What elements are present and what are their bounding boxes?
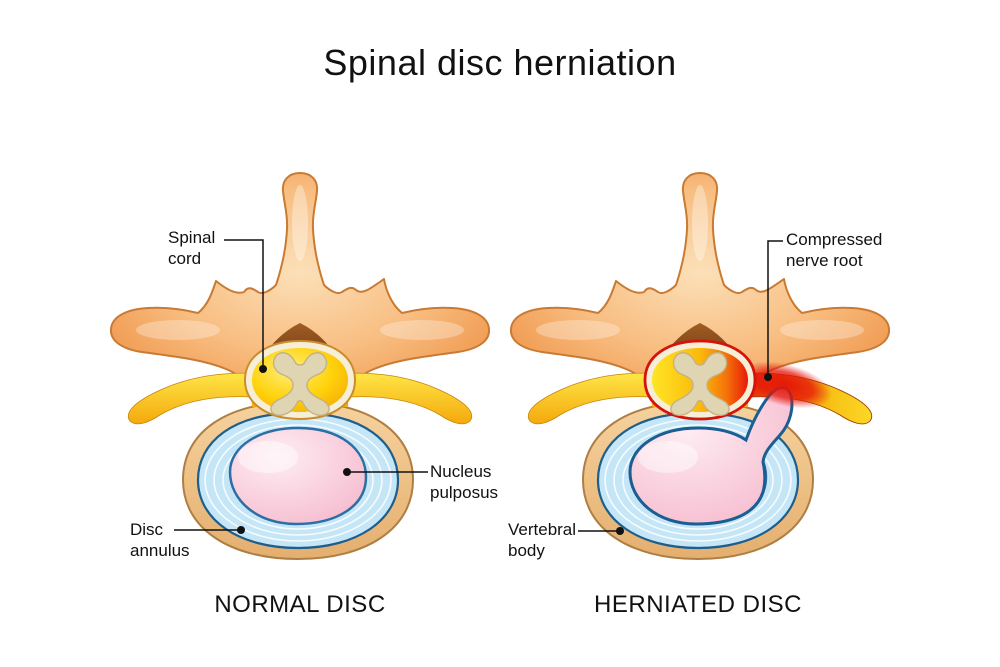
- pointer-dot-vertebral-body: [616, 527, 624, 535]
- label-vertebral-body: Vertebral body: [508, 520, 577, 560]
- label-nucleus-pulposus: Nucleus pulposus: [430, 462, 499, 502]
- pointer-dot-spinal-cord: [259, 365, 267, 373]
- nucleus-highlight: [638, 441, 698, 473]
- gray-matter-butterfly: [670, 352, 730, 416]
- pointer-dot-compressed-nerve-root: [764, 373, 772, 381]
- leader-line-spinal-cord: [224, 239, 264, 366]
- caption-normal-disc: NORMAL DISC: [214, 591, 386, 618]
- pointer-dot-disc-annulus: [237, 526, 245, 534]
- page-title: Spinal disc herniation: [323, 42, 677, 83]
- label-compressed-nerve-root: Compressed nerve root: [786, 230, 883, 270]
- caption-herniated-disc: HERNIATED DISC: [594, 591, 802, 618]
- pointer-dot-nucleus-pulposus: [343, 468, 351, 476]
- leader-line-compressed-nerve-root: [767, 240, 783, 373]
- label-disc-annulus: Disc annulus: [130, 520, 190, 560]
- herniated-disc-illustration: [509, 171, 891, 561]
- leader-dots: [237, 365, 772, 535]
- compression-red-glow: [738, 361, 832, 409]
- leader-lines: [174, 239, 783, 532]
- label-spinal-cord: Spinal cord: [168, 228, 216, 268]
- herniation-bulge: [628, 386, 794, 526]
